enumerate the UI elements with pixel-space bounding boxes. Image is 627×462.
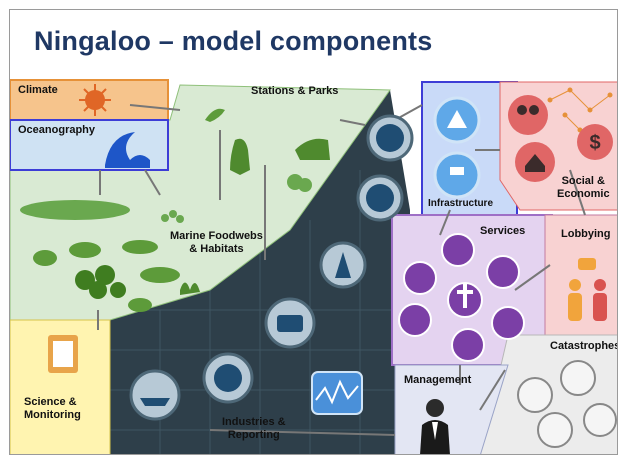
fish-icon: [33, 240, 180, 283]
science-label: Science & Monitoring: [24, 396, 81, 421]
coral-icon: [75, 265, 126, 299]
social-label: Social & Economic: [557, 175, 610, 200]
house-icon: [515, 142, 555, 182]
marine-label-line2: & Habitats: [189, 242, 244, 255]
industries-label-line1: Industries &: [222, 416, 286, 428]
dollar-icon: $: [577, 124, 613, 160]
sun-icon: [79, 84, 111, 116]
fish-icon: [20, 200, 130, 220]
wave-icon: [105, 132, 150, 168]
speech-people-icon: [568, 258, 607, 321]
stock-chart-icon: [311, 371, 363, 415]
shrub-icon: [287, 174, 312, 192]
ship-icon: [129, 369, 181, 421]
coral-icon: [161, 210, 184, 223]
science-label-line1: Science &: [24, 396, 77, 408]
oceanography-label: Oceanography: [18, 124, 96, 136]
bird-icon: [205, 108, 225, 122]
people-icon: [508, 95, 548, 135]
flow-arrows: [97, 104, 586, 436]
kangaroo-icon: [230, 138, 250, 175]
stations-parks-label: Stations & Parks: [251, 85, 339, 97]
cross-glyph: [457, 284, 473, 308]
oil-rig-icon: [319, 241, 367, 289]
seaweed-icon: [180, 282, 200, 295]
background-zones: [10, 79, 617, 454]
crab-icon: [128, 298, 152, 312]
water-tap-icon: [433, 151, 481, 199]
trash-icon: [441, 233, 475, 267]
industries-label: Industries & Reporting: [222, 416, 286, 441]
fishing-hook-icon: [202, 352, 254, 404]
lobbying-label: Lobbying: [561, 228, 611, 240]
climate-label: Climate: [18, 84, 58, 96]
manager-icon: [420, 399, 450, 454]
camera-icon: [264, 297, 316, 349]
marine-label-line1: Marine Foodwebs: [170, 230, 263, 242]
cyclone-icon: [517, 377, 553, 413]
management-label: Management: [404, 374, 472, 386]
social-label-line2: Economic: [557, 187, 610, 200]
shopping-cart-icon: [398, 303, 432, 337]
icons-layer: $: [20, 84, 617, 454]
network-decoration: [547, 87, 613, 133]
services-label: Services: [480, 225, 526, 237]
industries-label-line2: Reporting: [227, 428, 280, 441]
airplane-icon: [560, 360, 596, 396]
documents-icon: [491, 306, 525, 340]
coffee-icon: [451, 328, 485, 362]
marine-label: Marine Foodwebs & Habitats: [170, 230, 263, 255]
tractor-icon: [366, 114, 414, 162]
wheelchair-icon: [403, 261, 437, 295]
slide: Ningaloo – model components: [9, 9, 618, 455]
svg-text:$: $: [589, 132, 600, 154]
road-icon: [433, 96, 481, 144]
truck-icon: [356, 174, 404, 222]
infrastructure-label: Infrastructure: [428, 198, 494, 209]
social-label-line1: Social &: [561, 175, 605, 187]
clipboard-icon: [48, 335, 78, 373]
fire-icon: [537, 412, 573, 448]
science-label-line2: Monitoring: [24, 408, 81, 421]
slide-title: Ningaloo – model components: [34, 26, 433, 56]
car-icon: [486, 255, 520, 289]
catastrophes-label: Catastrophes: [550, 340, 618, 352]
fuel-pump-icon: [583, 403, 617, 437]
goat-icon: [295, 138, 330, 160]
